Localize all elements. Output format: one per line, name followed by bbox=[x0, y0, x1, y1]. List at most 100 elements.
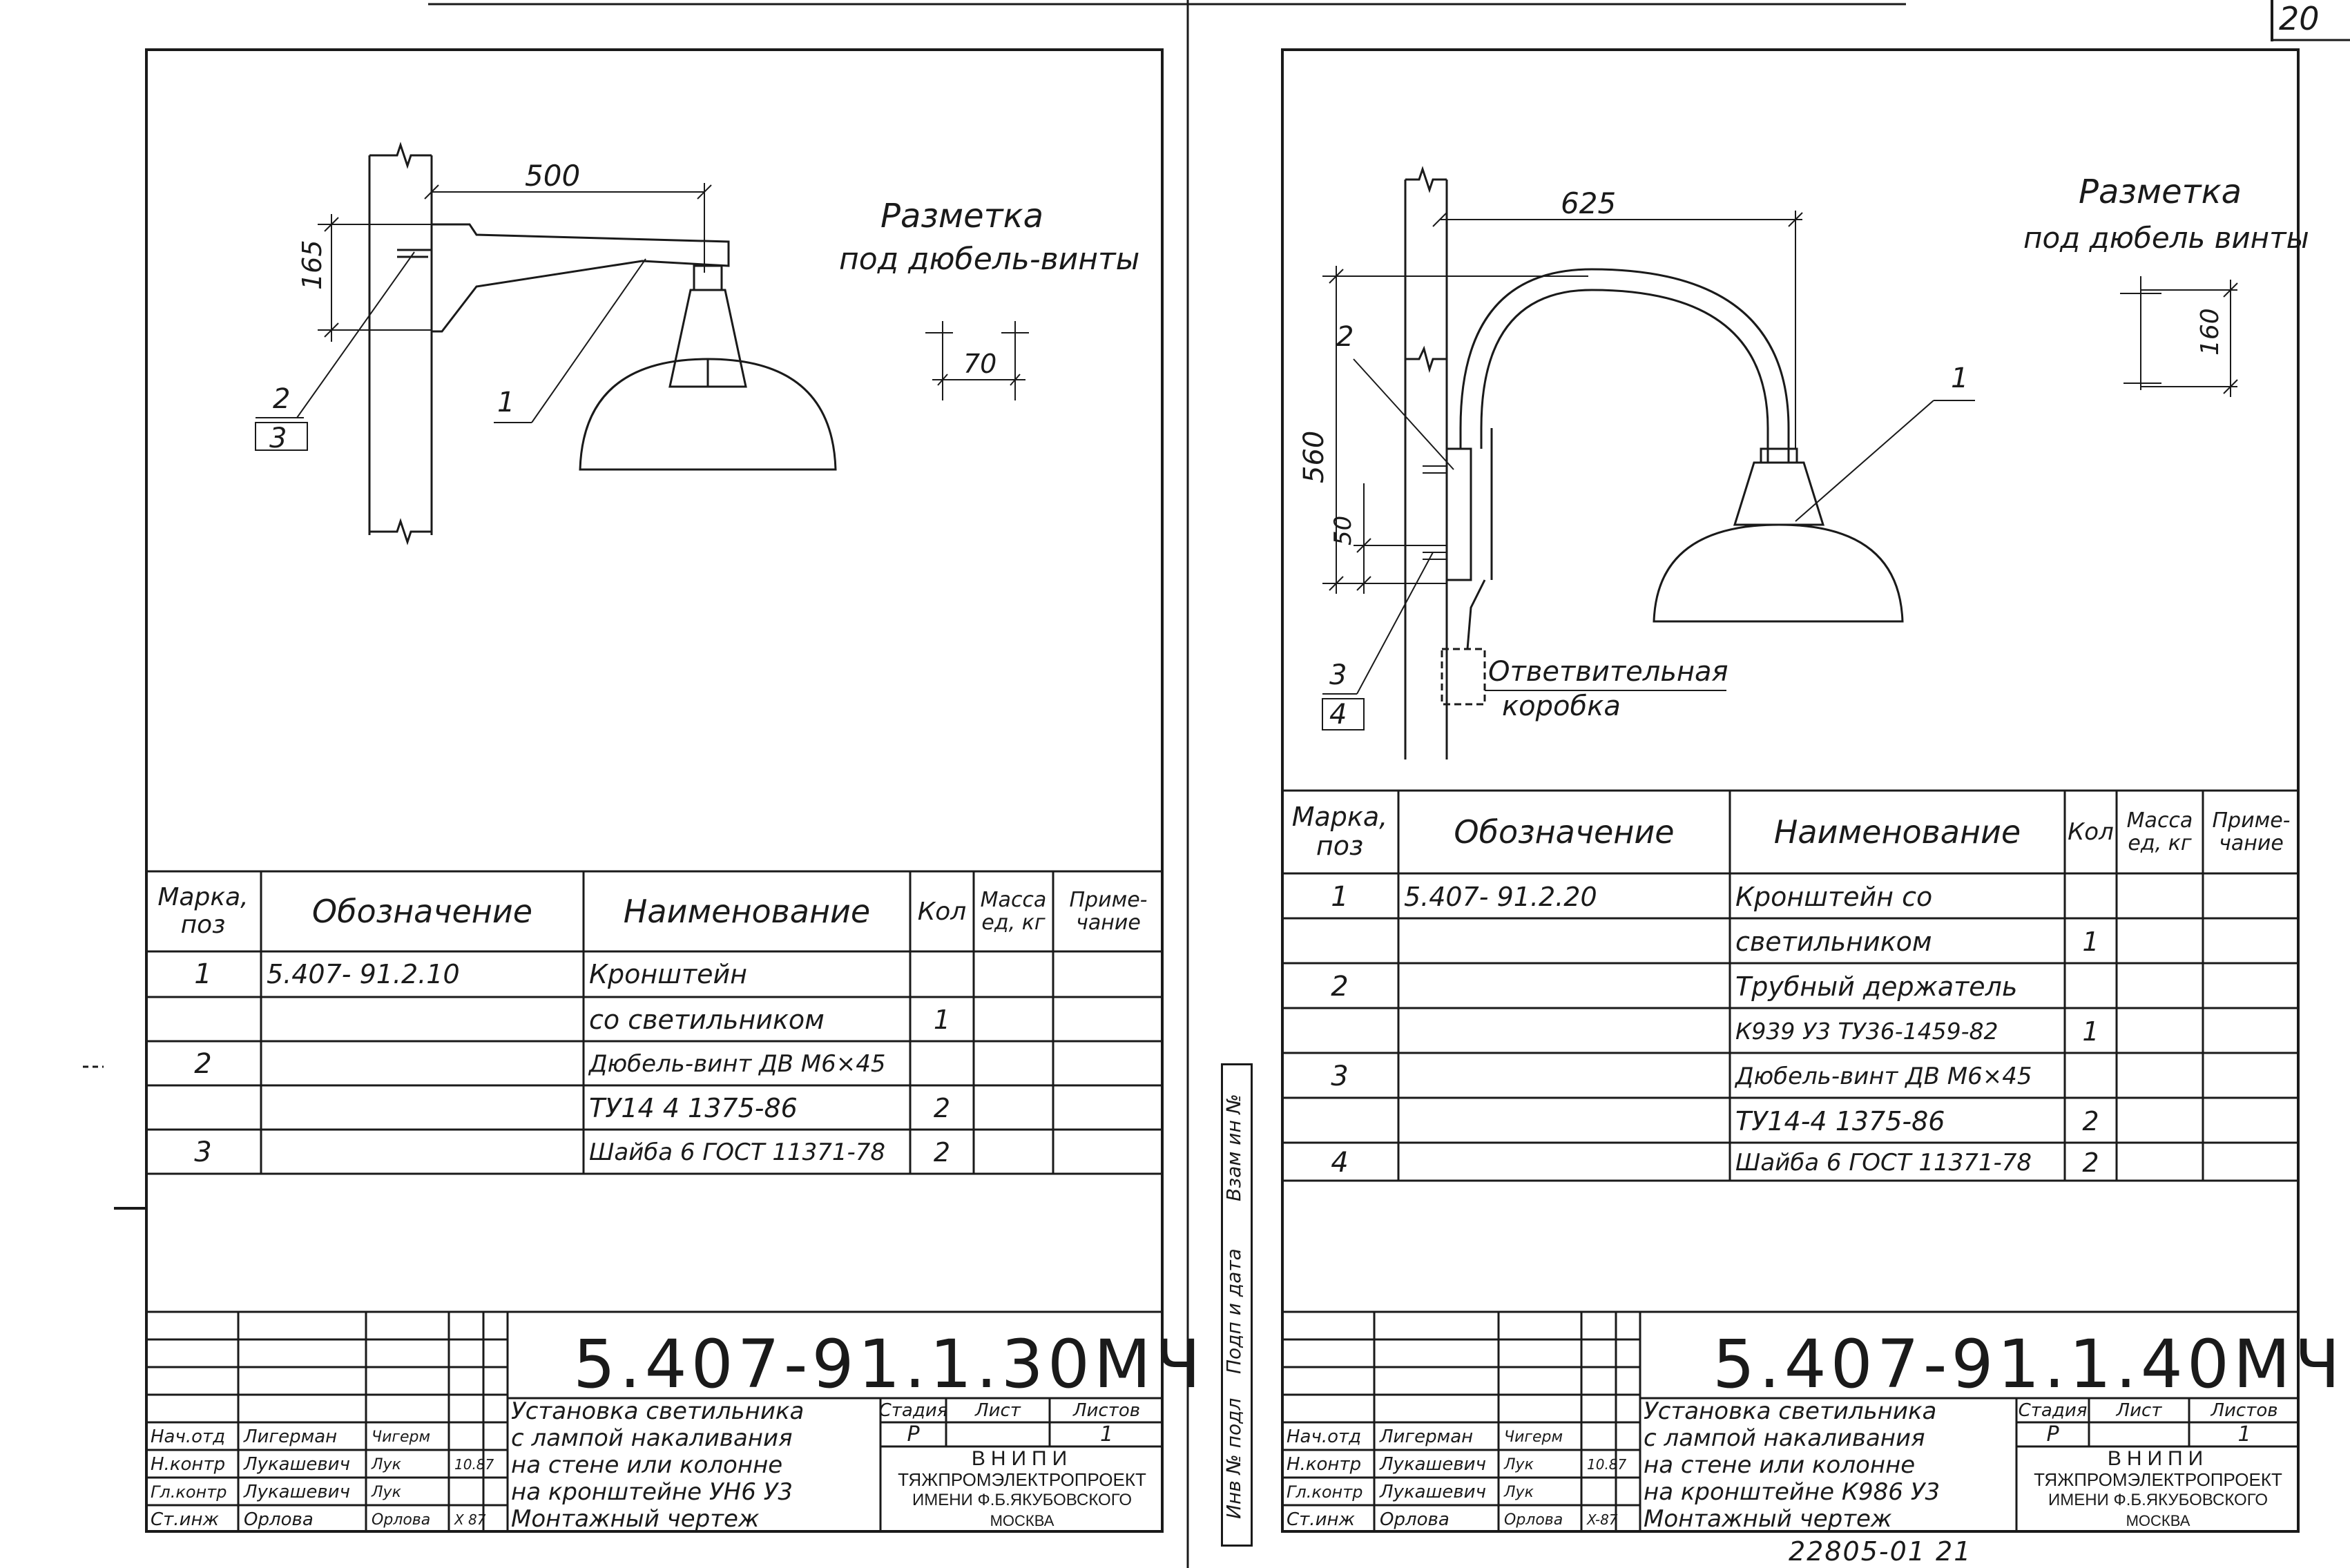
left-desc-line: Установка светильника bbox=[511, 1397, 805, 1425]
right-col-designation: Обозначение bbox=[1454, 813, 1675, 851]
left-row-name: Дюбель-винт ДВ М6×45 bbox=[589, 1050, 886, 1078]
left-col-mass: Масса ед, кг bbox=[980, 888, 1047, 935]
left-col-name: Наименование bbox=[623, 893, 871, 930]
right-dim-length: 625 bbox=[1561, 186, 1617, 220]
right-col-mass: Масса ед, кг bbox=[2126, 809, 2193, 855]
left-staff-date: 10.87 bbox=[454, 1456, 494, 1473]
left-staff-date: X 87 bbox=[454, 1511, 486, 1528]
right-marking-title: Разметка bbox=[2079, 173, 2242, 211]
right-staff-name: Лукашевич bbox=[1380, 1454, 1486, 1475]
archive-number: 22805-01 21 bbox=[1789, 1536, 1972, 1567]
right-staff-name: Лукашевич bbox=[1380, 1482, 1486, 1502]
left-desc-line: с лампой накаливания bbox=[511, 1424, 793, 1452]
left-leader-3: 3 bbox=[269, 423, 287, 454]
right-row-pos: 3 bbox=[1331, 1060, 1349, 1092]
left-col-pos: Марка, поз bbox=[157, 883, 249, 939]
right-row-qty: 2 bbox=[2082, 1105, 2099, 1136]
left-sheet-label: Лист bbox=[975, 1400, 1021, 1421]
left-sheets-value: 1 bbox=[1099, 1422, 1114, 1446]
left-org-line: ТЯЖПРОМЭЛЕКТРОПРОЕКТ bbox=[898, 1469, 1146, 1490]
left-col-designation: Обозначение bbox=[311, 893, 533, 930]
left-staff-name: Лукашевич bbox=[244, 1454, 350, 1475]
left-marking-subtitle: под дюбель-винты bbox=[839, 242, 1140, 277]
right-staff-sign: Лук bbox=[1504, 1483, 1534, 1501]
left-org-line: ИМЕНИ Ф.Б.ЯКУБОВСКОГО bbox=[912, 1491, 1133, 1509]
left-staff-role: Ст.инж bbox=[151, 1509, 219, 1530]
left-desc-line: на стене или колонне bbox=[511, 1451, 783, 1479]
right-staff-sign: Орлова bbox=[1504, 1511, 1563, 1529]
left-desc: Установка светильника с лампой накаливан… bbox=[511, 1398, 804, 1533]
right-row-pos: 1 bbox=[1331, 880, 1349, 913]
left-row-name: со светильником bbox=[589, 1005, 825, 1035]
right-staff-role: Н.контр bbox=[1287, 1454, 1362, 1475]
right-row-qty: 2 bbox=[2082, 1147, 2099, 1178]
left-sheets-label: Листов bbox=[1072, 1400, 1141, 1421]
left-row-pos: 1 bbox=[194, 958, 212, 990]
right-org-line: ТЯЖПРОМЭЛЕКТРОПРОЕКТ bbox=[2034, 1469, 2282, 1490]
right-row-pos: 2 bbox=[1331, 970, 1349, 1003]
right-desc-line: на кронштейне К986 У3 bbox=[1644, 1478, 1940, 1506]
right-doc-code: 5.407-91.1.40МЧ bbox=[1713, 1326, 2344, 1403]
right-org-line: ВНИПИ bbox=[2107, 1447, 2209, 1470]
right-sheets-value: 1 bbox=[2237, 1422, 2251, 1446]
right-staff-date bbox=[1581, 1424, 1621, 1450]
left-row-name: Кронштейн bbox=[589, 959, 748, 989]
left-leader-1: 1 bbox=[497, 387, 515, 418]
right-col-qty: Кол bbox=[2068, 818, 2114, 846]
left-dim-spacing: 70 bbox=[963, 349, 997, 379]
right-row-name: Кронштейн со bbox=[1735, 881, 1933, 912]
right-row-name: ТУ14-4 1375-86 bbox=[1735, 1105, 1945, 1136]
right-sheet-value bbox=[2089, 1422, 2189, 1446]
right-org-line: ИМЕНИ Ф.Б.ЯКУБОВСКОГО bbox=[2048, 1491, 2269, 1509]
right-staff-sign: Лук bbox=[1504, 1455, 1534, 1473]
left-dim-length: 500 bbox=[525, 159, 581, 193]
left-staff-sign: Чигерм bbox=[372, 1428, 431, 1446]
right-row-name: светильником bbox=[1735, 926, 1932, 957]
right-staff-sign: Чигерм bbox=[1504, 1428, 1563, 1446]
right-staff-role: Гл.контр bbox=[1287, 1482, 1363, 1502]
left-marking-title: Разметка bbox=[880, 197, 1043, 235]
right-row-qty: 1 bbox=[2082, 926, 2099, 957]
right-staff-date bbox=[1581, 1479, 1621, 1505]
left-row-qty: 2 bbox=[933, 1093, 951, 1123]
right-staff-name: Орлова bbox=[1380, 1509, 1450, 1530]
left-staff-name: Орлова bbox=[244, 1509, 314, 1530]
side-stamp bbox=[1221, 1063, 1253, 1547]
left-col-note: Приме- чание bbox=[1069, 888, 1148, 935]
right-stage-value: Р bbox=[2046, 1422, 2059, 1446]
left-row-pos: 2 bbox=[194, 1048, 212, 1080]
left-stage-value: Р bbox=[907, 1422, 920, 1446]
right-col-pos: Марка, поз bbox=[1291, 802, 1388, 861]
left-staff-sign: Лук bbox=[372, 1483, 401, 1501]
right-staff-date: 10.87 bbox=[1587, 1456, 1627, 1473]
right-staff-role: Нач.отд bbox=[1287, 1426, 1362, 1447]
right-leader-3: 3 bbox=[1329, 659, 1347, 691]
right-desc: Установка светильника с лампой накаливан… bbox=[1644, 1398, 1940, 1533]
right-staff-date: X-87 bbox=[1587, 1511, 1618, 1528]
right-marking-subtitle: под дюбель винты bbox=[2023, 221, 2309, 255]
left-row-name: ТУ14 4 1375-86 bbox=[589, 1093, 798, 1123]
left-org-line: ВНИПИ bbox=[971, 1447, 1073, 1470]
right-row-pos: 4 bbox=[1331, 1146, 1349, 1179]
right-box-label-1: Ответвительная bbox=[1488, 656, 1728, 688]
right-desc-line: на стене или колонне bbox=[1644, 1451, 1916, 1479]
right-staff-role: Ст.инж bbox=[1287, 1509, 1355, 1530]
left-desc-line: Монтажный чертеж bbox=[511, 1505, 760, 1533]
right-col-name: Наименование bbox=[1773, 813, 2021, 851]
right-sheets-label: Листов bbox=[2211, 1400, 2278, 1421]
right-sheet-label: Лист bbox=[2116, 1400, 2162, 1421]
right-row-qty: 1 bbox=[2082, 1016, 2099, 1047]
left-sheet-frame bbox=[145, 48, 1164, 1533]
right-leader-1: 1 bbox=[1951, 362, 1969, 394]
left-row-designation: 5.407- 91.2.10 bbox=[267, 959, 460, 989]
left-org-line: МОСКВА bbox=[990, 1512, 1054, 1529]
right-row-designation: 5.407- 91.2.20 bbox=[1404, 881, 1597, 912]
right-row-name: Трубный держатель bbox=[1735, 971, 2018, 1002]
left-staff-name: Лигерман bbox=[244, 1426, 338, 1447]
left-staff-sign: Лук bbox=[372, 1455, 401, 1473]
